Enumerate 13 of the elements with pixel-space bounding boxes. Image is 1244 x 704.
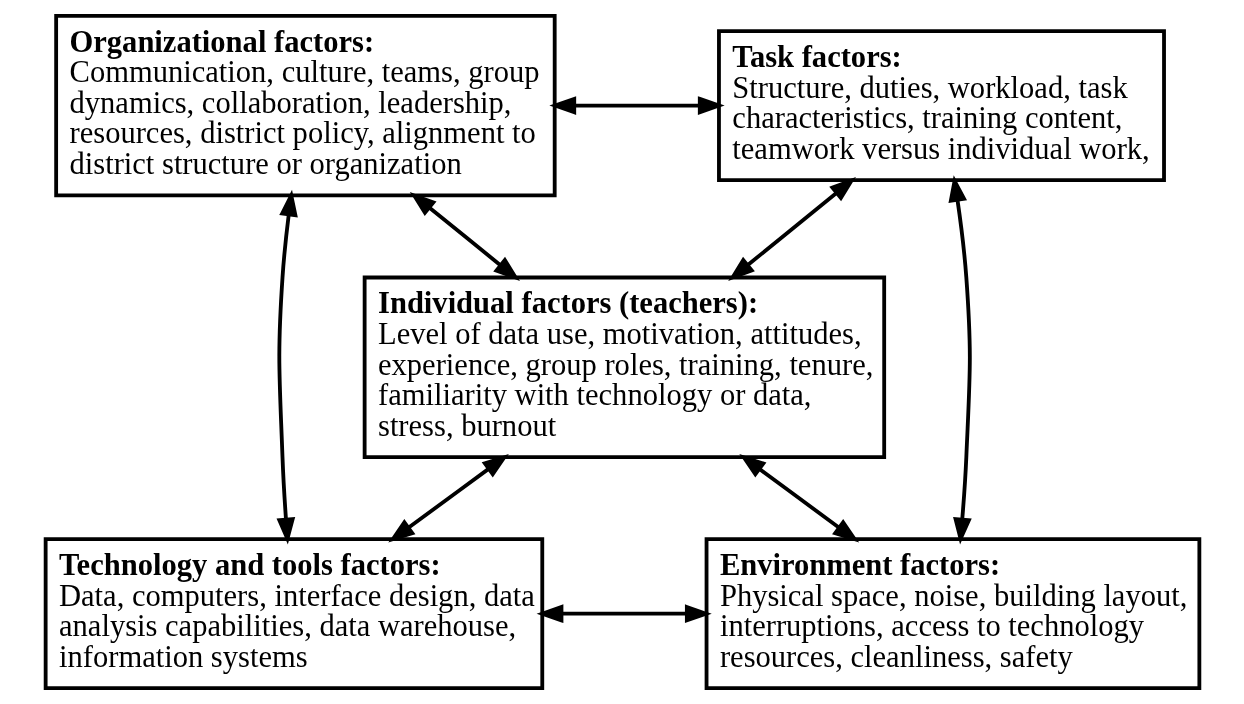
node-box: Organizational factors: Communication, culture, teams, group dynamics, collaboration, leadership, resources, district policy, alignment to district structure or organization xyxy=(53,13,557,198)
node-box: Individual factors (teachers): Level of data use, motivation, attitudes, experience, group roles, training, tenure, familiarity with technology or data, stress, burnout xyxy=(362,275,886,459)
arrow xyxy=(409,191,520,281)
arrow xyxy=(727,177,856,281)
node-box: Environment factors: Physical space, noise, building layout, interruptions, access to technology resources, cleanliness, safety xyxy=(704,537,1201,691)
arrow xyxy=(536,604,712,624)
arrow xyxy=(947,175,972,545)
arrow xyxy=(548,96,725,115)
arrow xyxy=(276,189,298,545)
node-box: Technology and tools factors: Data, computers, interface design, data analysis capabilities, data warehouse, information systems xyxy=(43,537,544,691)
arrow xyxy=(387,454,509,543)
arrow xyxy=(738,454,859,543)
node-box: Task factors: Structure, duties, workload, task characteristics, training content, teamwork versus individual work, xyxy=(716,29,1166,182)
